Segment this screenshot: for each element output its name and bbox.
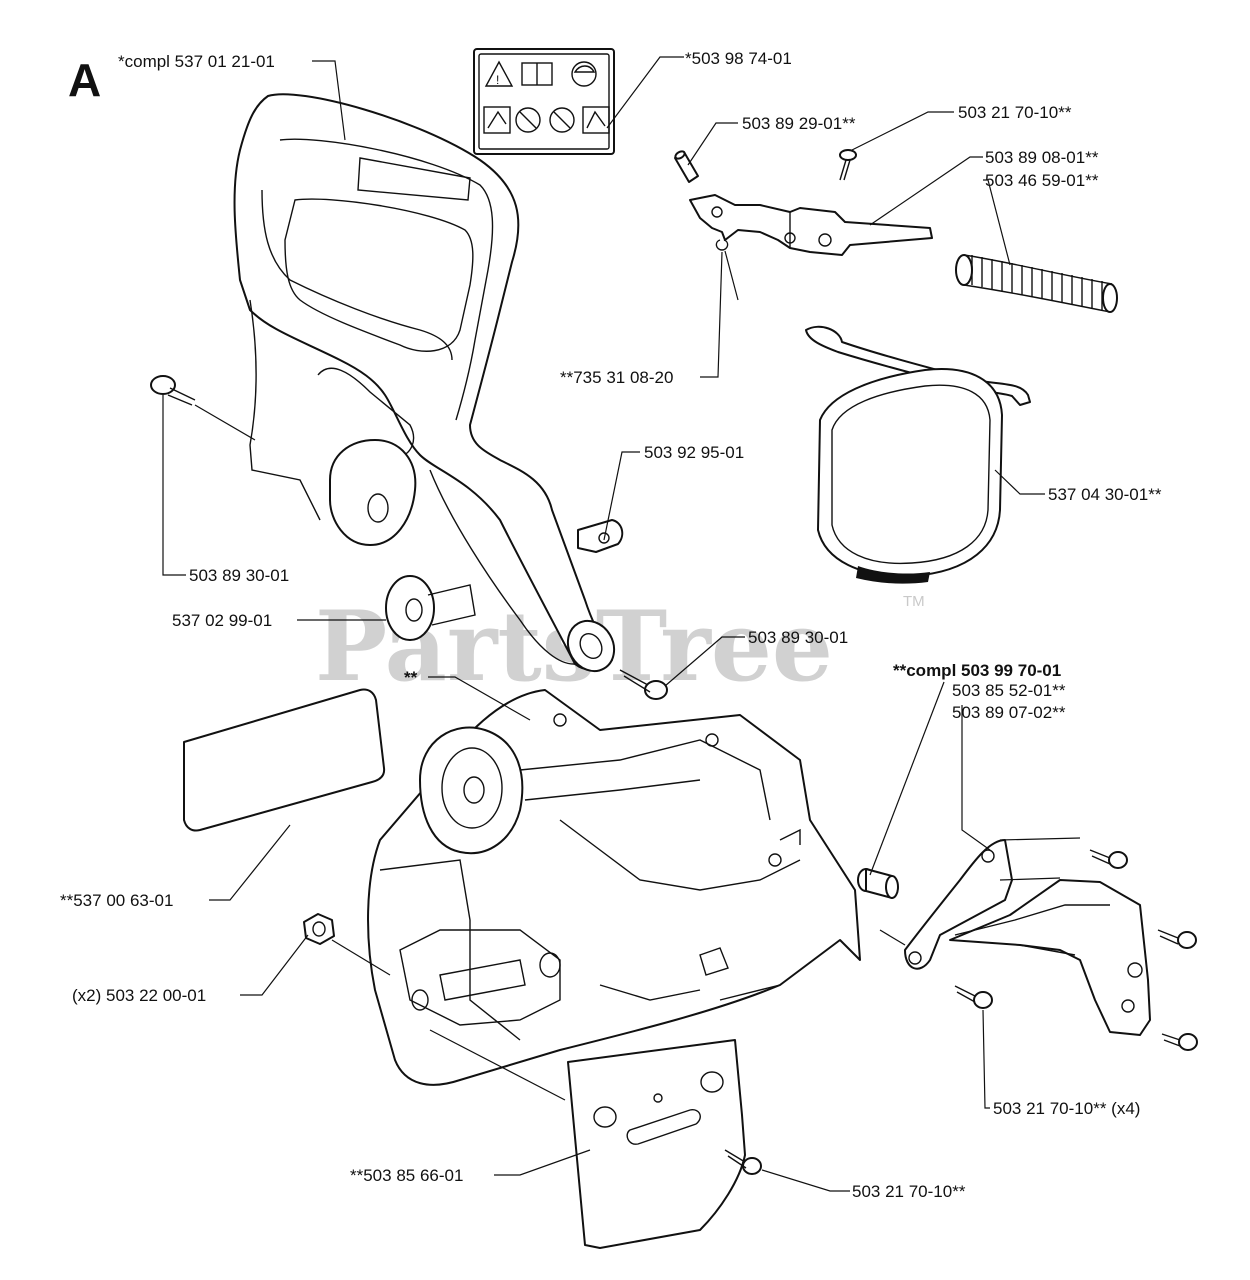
manual-icon	[521, 62, 553, 86]
pin	[674, 150, 699, 183]
two-hands-icon	[582, 106, 610, 134]
screw-top	[839, 149, 857, 181]
label-screw-top: 503 21 70-10**	[958, 103, 1072, 122]
label-circlip: **735 31 08-20	[560, 368, 673, 387]
label-guard-assembly: *compl 537 01 21-01	[118, 52, 275, 71]
no-tip-icon	[549, 107, 575, 133]
label-screw-center: 503 89 30-01	[748, 628, 848, 647]
screw-center	[619, 669, 668, 700]
label-decal-blank: **537 00 63-01	[60, 891, 173, 910]
label-spring: 503 46 59-01**	[985, 171, 1099, 190]
blank-decal	[183, 688, 386, 832]
screw-plate-2	[1157, 929, 1197, 949]
brake-arm	[689, 194, 933, 256]
label-brake-band: 537 04 30-01**	[1048, 485, 1162, 504]
spring	[955, 254, 1118, 313]
screw-bottom	[724, 1149, 762, 1175]
label-brake-assembly: **compl 503 99 70-01	[893, 661, 1061, 680]
label-washer: 537 02 99-01	[172, 611, 272, 630]
screw-left	[150, 375, 196, 406]
label-plate: 503 89 07-02**	[952, 703, 1066, 722]
screw-plate-3	[954, 985, 993, 1009]
watermark-tm: TM	[903, 593, 925, 610]
cover-plate	[567, 1039, 746, 1249]
label-cover-plate: **503 85 66-01	[350, 1166, 463, 1185]
washer	[385, 575, 476, 641]
warning-decal: !	[473, 48, 615, 155]
section-letter: A	[68, 54, 101, 106]
clutch-cover	[367, 689, 861, 1086]
warning-icon: !	[484, 60, 514, 87]
label-washer-clip: 503 92 95-01	[644, 443, 744, 462]
label-screws-x4: 503 21 70-10** (x4)	[993, 1099, 1140, 1118]
label-decal-warning: *503 98 74-01	[685, 49, 792, 68]
screw-plate-4	[1161, 1033, 1198, 1051]
leader-lines	[162, 56, 1081, 1192]
label-cover-marker: **	[404, 668, 418, 687]
label-pin: 503 89 29-01**	[742, 114, 856, 133]
brake-plate	[904, 839, 1151, 1036]
label-brake-arm: 503 89 08-01**	[985, 148, 1099, 167]
no-one-hand-icon	[515, 107, 541, 133]
hand-guard	[233, 93, 616, 673]
svg-text:!: !	[496, 73, 499, 87]
label-nut: (x2) 503 22 00-01	[72, 986, 206, 1005]
brake-band	[805, 325, 1031, 584]
label-screw-bottom: 503 21 70-10**	[852, 1182, 966, 1201]
washer-clip	[577, 519, 624, 553]
label-screw-left: 503 89 30-01	[189, 566, 289, 585]
screw-plate-1	[1089, 849, 1128, 869]
nut	[303, 913, 335, 945]
circlip	[715, 239, 729, 251]
kickback-icon	[483, 106, 511, 134]
label-pivot-pin: 503 85 52-01**	[952, 681, 1066, 700]
guard-hinge-boss	[329, 439, 417, 546]
helmet-icon	[571, 61, 597, 87]
pivot-pin	[857, 868, 899, 899]
